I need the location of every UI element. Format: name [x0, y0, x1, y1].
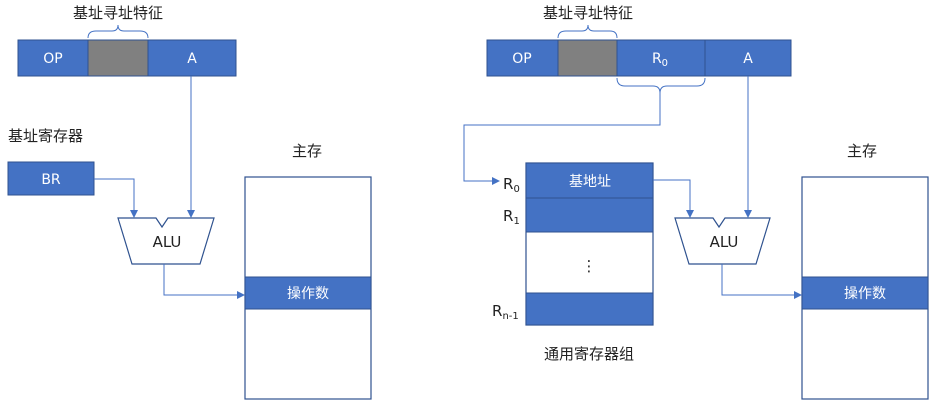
- left-op-field: OP: [43, 51, 62, 67]
- left-addr-field: A: [187, 51, 197, 67]
- right-operand-rect: [801, 276, 929, 310]
- right-brace-bottom: [616, 77, 706, 94]
- right-reg-label-n: Rn-1: [492, 302, 519, 322]
- left-brace-label: 基址寻址特征: [73, 4, 163, 22]
- right-regfile-cell1: [525, 197, 654, 233]
- right-reg-label-1: R1: [503, 207, 520, 227]
- right-reg-label-0-main: R: [503, 175, 513, 193]
- right-r0-to-regfile: [463, 93, 661, 185]
- left-br-box-rect: [7, 161, 95, 196]
- left-alu-shape: [117, 217, 215, 265]
- left-operand-rect: [244, 276, 372, 310]
- right-reg-label-1-sub: 1: [513, 216, 519, 227]
- right-alu-shape: [674, 217, 771, 265]
- right-regfile-title: 通用寄存器组: [544, 345, 634, 363]
- right-reg-label-n-sub: n-1: [502, 311, 518, 322]
- right-brace-label: 基址寻址特征: [543, 4, 633, 22]
- right-addr-field: A: [743, 51, 753, 67]
- right-reg-sub: 0: [662, 58, 668, 69]
- right-reg-label-0-sub: 0: [513, 184, 519, 195]
- right-reg-main: R: [652, 51, 662, 67]
- left-operand: 操作数: [287, 286, 329, 302]
- left-instruction: OP A: [17, 39, 237, 77]
- right-reg-label-1-main: R: [503, 207, 513, 225]
- right-base-to-alu: [653, 179, 694, 218]
- right-reg-field: R0: [652, 51, 668, 69]
- right-operand: 操作数: [844, 286, 886, 302]
- left-alu-to-mem: [163, 264, 245, 299]
- right-mem-title: 主存: [847, 142, 877, 160]
- left-br-title: 基址寄存器: [8, 127, 83, 145]
- left-br-to-alu: [94, 178, 138, 218]
- right-alu-label: ALU: [710, 233, 739, 251]
- right-instruction: OP R0 A: [486, 39, 792, 77]
- left-alu-label: ALU: [153, 233, 182, 251]
- left-br-box: BR: [41, 172, 61, 188]
- left-brace: [87, 24, 149, 39]
- right-regfile-ellipsis: ⋮: [582, 257, 597, 275]
- right-brace-top: [557, 24, 618, 39]
- right-reg-label-n-main: R: [492, 302, 502, 320]
- right-op-field: OP: [512, 51, 531, 67]
- right-regfile-cell0: [525, 162, 654, 199]
- left-mem-title: 主存: [292, 142, 322, 160]
- right-alu-to-mem: [721, 264, 802, 299]
- right-reg-label-0: R0: [503, 175, 520, 195]
- right-regfile-celln: [525, 292, 654, 326]
- right-regfile-base: 基地址: [569, 173, 611, 190]
